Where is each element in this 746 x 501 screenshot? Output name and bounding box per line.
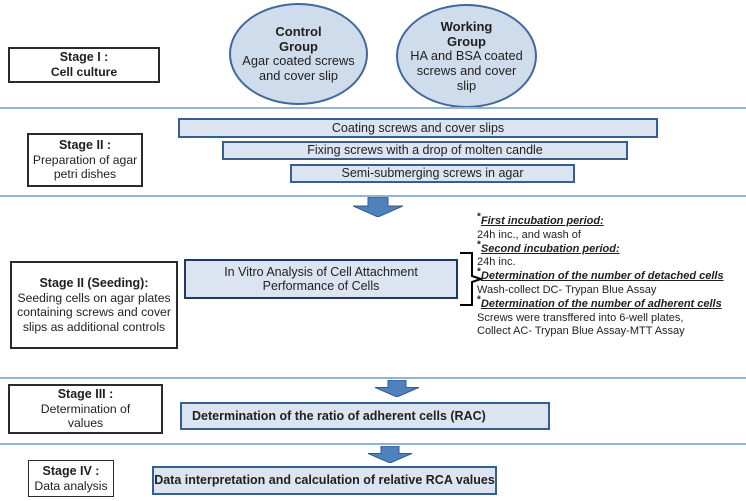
- stage3-body: Determination of values: [40, 401, 131, 431]
- seeding-label-box: Stage II (Seeding): Seeding cells on aga…: [10, 261, 178, 349]
- incubation-note: Wash-collect DC- Trypan Blue Assay: [477, 283, 657, 296]
- incubation-note: 24h inc., and wash of: [477, 228, 581, 241]
- incubation-note: 24h inc.: [477, 256, 516, 269]
- section-divider: [0, 195, 746, 197]
- stage4-label-box: Stage IV : Data analysis: [28, 460, 114, 497]
- working-group-ellipse: Working Group HA and BSA coated screws a…: [396, 4, 537, 108]
- incubation-note-heading: *Second incubation period:: [477, 238, 620, 255]
- stage3-label-box: Stage III : Determination of values: [8, 384, 163, 434]
- incubation-note-heading: *Determination of the number of adherent…: [477, 294, 722, 310]
- stage2-body: Preparation of agar petri dishes: [32, 152, 138, 182]
- rac-box: Determination of the ratio of adherent c…: [180, 402, 550, 430]
- down-arrow-icon: [368, 446, 412, 463]
- data-interpretation-box: Data interpretation and calculation of r…: [152, 466, 497, 495]
- right-brace-icon: [460, 252, 483, 306]
- incubation-notes: *First incubation period: 24h inc., and …: [477, 211, 745, 339]
- down-arrow-icon: [353, 197, 403, 217]
- control-group-body: Agar coated screws and cover slip: [242, 53, 355, 84]
- incubation-note-heading: *Determination of the number of detached…: [477, 266, 724, 283]
- section-divider: [0, 377, 746, 379]
- incubation-note: Screws were transffered into 6-well plat…: [477, 311, 684, 324]
- section-divider: [0, 443, 746, 445]
- stage1-title: Stage I :: [59, 50, 109, 65]
- stage2-title: Stage II :: [58, 138, 112, 153]
- process-bar-submerging: Semi-submerging screws in agar: [290, 164, 575, 183]
- invitro-analysis-box: In Vitro Analysis of Cell Attachment Per…: [184, 259, 458, 299]
- working-group-body: HA and BSA coated screws and cover slip: [410, 47, 523, 93]
- stage4-title: Stage IV :: [42, 463, 100, 478]
- stage3-title: Stage III :: [57, 387, 114, 402]
- incubation-note: Collect AC- Trypan Blue Assay-MTT Assay: [477, 325, 685, 338]
- seeding-body: Seeding cells on agar plates containing …: [17, 290, 171, 334]
- stage1-label-box: Stage I : Cell culture: [8, 47, 160, 83]
- control-group-ellipse: Control Group Agar coated screws and cov…: [229, 3, 368, 105]
- down-arrow-icon: [375, 380, 419, 397]
- stage4-body: Data analysis: [34, 478, 108, 493]
- process-bar-fixing: Fixing screws with a drop of molten cand…: [222, 141, 628, 160]
- working-group-title: Working Group: [440, 18, 493, 49]
- seeding-title: Stage II (Seeding):: [39, 276, 149, 291]
- section-divider: [0, 107, 746, 109]
- incubation-note-heading: *First incubation period:: [477, 211, 604, 227]
- control-group-title: Control Group: [275, 24, 322, 55]
- stage1-body: Cell culture: [50, 65, 118, 80]
- process-bar-coating: Coating screws and cover slips: [178, 118, 658, 138]
- stage2-label-box: Stage II : Preparation of agar petri dis…: [27, 133, 143, 187]
